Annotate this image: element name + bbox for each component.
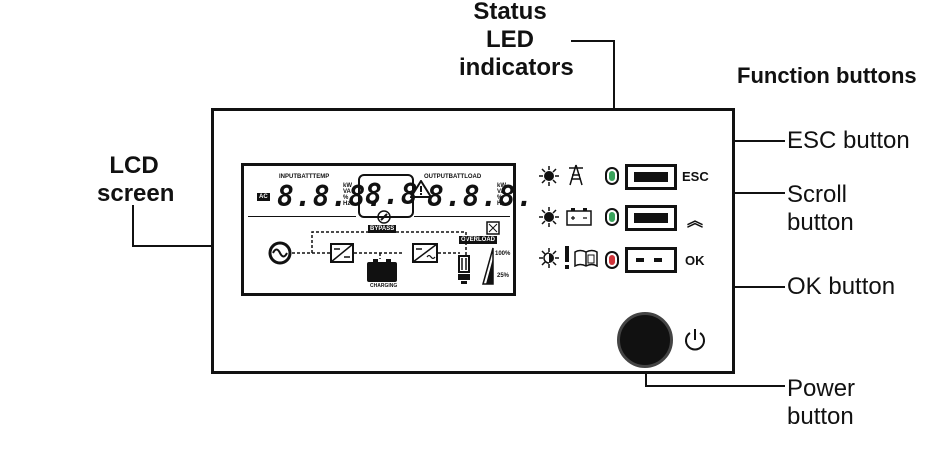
lcd-screen: INPUTBATTTEMP OUTPUTBATTLOAD AC 8.8.8. k… (241, 163, 533, 296)
lcd-divider-right (414, 216, 510, 217)
power-leader-v (645, 366, 647, 386)
status-led-callout: Status LED indicators (449, 0, 574, 82)
power-button-callout-line1: Power (787, 375, 856, 402)
load-level-icon (481, 246, 495, 291)
wrench-icon (377, 210, 391, 229)
ok-button-key-left (636, 258, 644, 262)
ok-button-callout: OK button (787, 273, 896, 300)
lcd-right-unit-kw: kW (497, 183, 506, 189)
lcd-center-digits: 8.8 (365, 178, 419, 211)
lcd-right-unit-pct: % (497, 195, 503, 201)
load-bulb-icon (454, 254, 474, 291)
esc-leader (700, 140, 785, 142)
lcd-left-unit-va: VA (343, 189, 351, 195)
led-green-2 (605, 208, 619, 226)
sun-icon-2 (538, 206, 560, 233)
scroll-button-key (634, 213, 668, 223)
lcd-left-unit-kw: kW (343, 183, 352, 189)
lcd-ac-tag: AC (257, 193, 270, 201)
lcd-output-label: OUTPUTBATTLOAD (424, 174, 482, 180)
lcd-right-unit-va: VA (497, 189, 505, 195)
ok-button-label: OK (685, 253, 705, 268)
half-sun-icon (538, 247, 560, 274)
lcd-overload-tag: OVERLOAD (459, 236, 498, 244)
warning-triangle-icon (409, 179, 433, 203)
lcd-level-100: 100% (495, 251, 511, 257)
power-button-callout-line2: button (787, 403, 854, 430)
ok-button-key-right (654, 258, 662, 262)
esc-button[interactable] (625, 164, 677, 190)
power-button[interactable] (617, 312, 673, 368)
sun-icon (538, 165, 560, 192)
lcd-screen-callout-line2: screen (97, 180, 175, 207)
lcd-right-units: kW VA % Hz (497, 183, 506, 207)
scroll-button-callout-line1: Scroll (787, 181, 848, 208)
function-buttons-callout: Function buttons (737, 63, 917, 88)
lcd-right-digits: 8.8.8. (427, 180, 535, 213)
esc-button-label: ESC (682, 169, 709, 184)
lcd-right-unit-hz: Hz (497, 201, 505, 207)
scroll-button-label: ︽ (687, 213, 704, 230)
lcd-screen-callout: LCD screen (97, 152, 175, 208)
led-green-2-fill (609, 212, 615, 222)
ac-source-icon (268, 241, 292, 270)
book-icon (574, 249, 598, 272)
led-green-1 (605, 167, 619, 185)
status-led-callout-line1: Status LED (473, 0, 547, 53)
esc-button-key (634, 172, 668, 182)
lcd-left-digits: 8.8.8. (277, 180, 385, 213)
lcd-divider-left (248, 216, 356, 217)
power-button-callout: Power button (787, 375, 855, 431)
scroll-button-callout-line2: button (787, 209, 854, 236)
lcd-screen-callout-line1: LCD (109, 152, 159, 179)
led-red (605, 251, 619, 269)
lcd-input-label: INPUTBATTTEMP (279, 174, 330, 180)
led-red-fill (609, 255, 615, 265)
lcd-charging-label: CHARGING (370, 283, 398, 289)
warning-icon (563, 245, 571, 276)
status-led-leader-v (613, 40, 615, 170)
scroll-button-callout: Scroll button (787, 181, 854, 237)
battery-icon (566, 207, 592, 232)
lcd-left-unit-pct: % (343, 195, 349, 201)
lcd-bypass-tag: BYPASS (368, 225, 397, 233)
lcd-level-25: 25% (497, 273, 510, 279)
inverter-icon (412, 243, 438, 268)
lcd-leader-h (132, 245, 244, 247)
status-led-callout-line2: indicators (459, 54, 574, 81)
power-leader-h (645, 385, 785, 387)
ok-button[interactable] (625, 247, 677, 273)
flow-lines-icon (292, 231, 467, 259)
tower-icon (567, 163, 585, 192)
lcd-left-unit-hz: Hz (343, 201, 351, 207)
lcd-left-units: kW VA % Hz (343, 183, 352, 207)
power-icon (683, 327, 707, 358)
fan-icon (486, 221, 500, 240)
lcd-leader-v (132, 205, 134, 247)
rectifier-icon (330, 243, 354, 268)
status-led-leader-h (571, 40, 615, 42)
led-green-1-fill (609, 171, 615, 181)
battery-charging-icon (366, 259, 398, 288)
scroll-button[interactable] (625, 205, 677, 231)
esc-button-callout: ESC button (787, 127, 910, 154)
